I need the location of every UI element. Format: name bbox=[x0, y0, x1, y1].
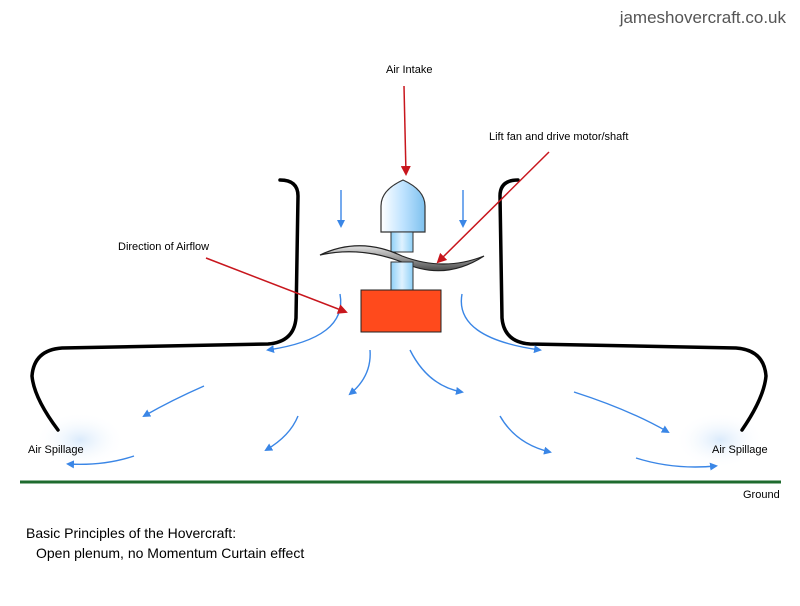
airflow-right-inner bbox=[460, 293, 542, 354]
airflow-left-inner bbox=[266, 293, 342, 354]
spill-glow-left bbox=[35, 412, 125, 468]
label-air-intake: Air Intake bbox=[386, 64, 433, 76]
caption-line-1: Basic Principles of the Hovercraft: bbox=[26, 525, 237, 541]
airflow-right-low bbox=[499, 415, 552, 455]
pointer-lift-fan bbox=[436, 151, 550, 264]
airflow-spill-left bbox=[66, 455, 135, 469]
pointer-direction bbox=[205, 257, 348, 314]
airflow-down-left bbox=[348, 349, 371, 396]
caption-line-2: Open plenum, no Momentum Curtain effect bbox=[36, 545, 305, 561]
label-air-spillage-left: Air Spillage bbox=[28, 444, 84, 456]
hull-left bbox=[30, 178, 300, 432]
fan-blades bbox=[319, 245, 485, 272]
spill-glow-right bbox=[675, 412, 765, 468]
fan-nose-cone bbox=[380, 179, 426, 233]
airflow-arrows bbox=[66, 190, 718, 471]
fan-shaft-lower bbox=[390, 261, 414, 291]
diagram-caption: Basic Principles of the Hovercraft: Open… bbox=[26, 523, 304, 563]
airflow-spill-right bbox=[635, 457, 718, 471]
airflow-down-right bbox=[409, 349, 464, 395]
airflow-left-mid bbox=[142, 385, 205, 417]
fan-shaft-upper bbox=[390, 231, 414, 253]
label-lift-fan: Lift fan and drive motor/shaft bbox=[489, 131, 629, 143]
pointer-air-intake bbox=[400, 85, 411, 176]
drive-motor bbox=[360, 289, 442, 333]
label-air-spillage-right: Air Spillage bbox=[712, 444, 768, 456]
label-ground: Ground bbox=[743, 489, 780, 501]
label-direction-of-airflow: Direction of Airflow bbox=[118, 241, 210, 253]
airflow-left-low bbox=[264, 415, 299, 452]
label-pointers bbox=[205, 85, 550, 314]
hull-right bbox=[498, 178, 768, 432]
airflow-right-mid bbox=[573, 391, 670, 434]
site-watermark: jameshovercraft.co.uk bbox=[619, 8, 786, 27]
